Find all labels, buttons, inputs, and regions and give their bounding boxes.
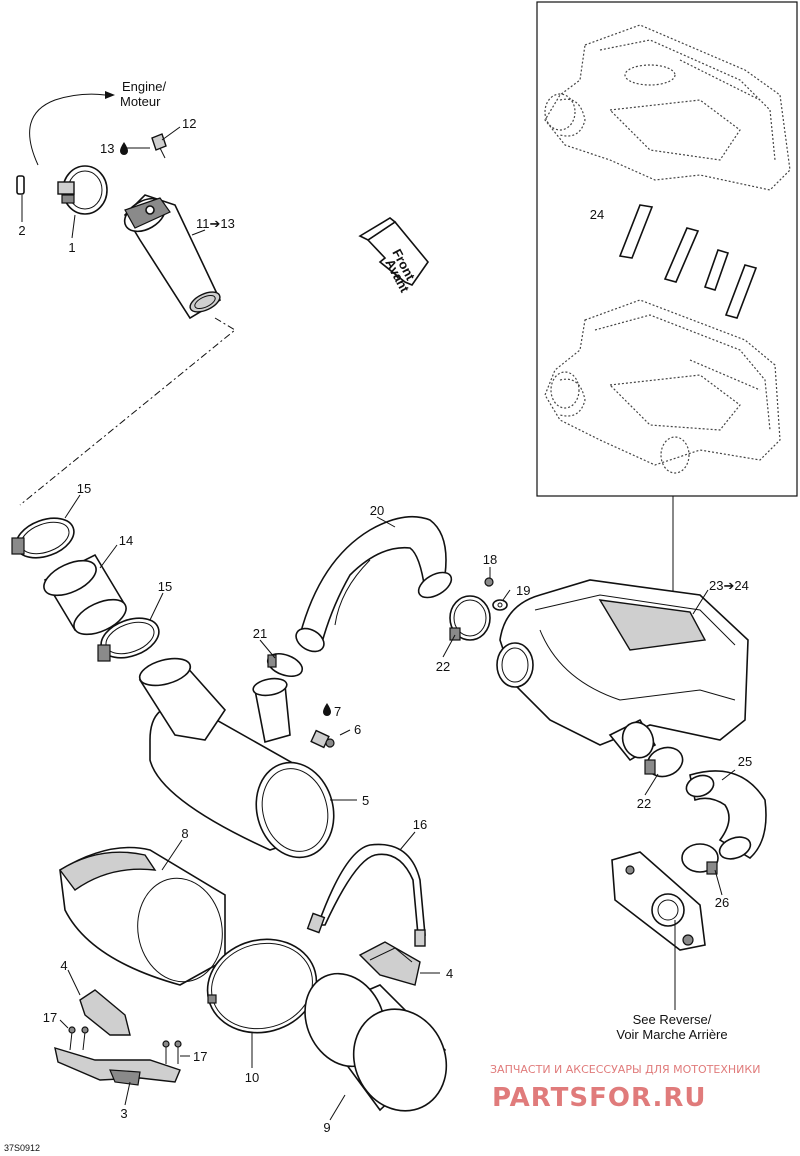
- label-16: 16: [413, 817, 427, 832]
- label-see-reverse: See Reverse/: [633, 1012, 712, 1027]
- label-4-left: 4: [60, 958, 67, 973]
- label-10: 10: [245, 1070, 259, 1085]
- drop-icon: [120, 142, 128, 155]
- part-21-clamp: [266, 652, 304, 678]
- part-11-pipe: [123, 194, 222, 320]
- part-3-mount: [54, 1046, 181, 1086]
- watermark-logo: PARTSFOR.RU: [492, 1083, 706, 1113]
- part-12-screw: [151, 133, 167, 159]
- part-16-strap: [306, 843, 426, 947]
- label-4-right: 4: [446, 966, 453, 981]
- label-1: 1: [68, 240, 75, 255]
- label-6: 6: [354, 722, 361, 737]
- label-24: 24: [590, 207, 604, 222]
- drop-icon: [323, 703, 331, 716]
- muffler-variants-inset: [536, 1, 798, 497]
- label-15-lower: 15: [158, 579, 172, 594]
- label-23: 23➔24: [709, 578, 749, 593]
- engine-arrow: [29, 91, 115, 166]
- label-25: 25: [738, 754, 752, 769]
- label-22-upper: 22: [436, 659, 450, 674]
- part-2-pin: [16, 175, 25, 195]
- label-18: 18: [483, 552, 497, 567]
- label-21: 21: [253, 626, 267, 641]
- label-7: 7: [334, 704, 341, 719]
- diagram-code: 37S0912: [4, 1143, 40, 1153]
- part-8-heat-shield: [58, 846, 226, 986]
- part-14-sleeve: [43, 553, 127, 636]
- part-10-ring: [206, 938, 318, 1034]
- part-22-clamp-lower: [644, 746, 684, 778]
- label-8: 8: [181, 826, 188, 841]
- part-20-hose: [295, 515, 453, 653]
- inset-sticks: [618, 204, 758, 319]
- part-22-clamp-upper: [449, 595, 491, 641]
- part-19-washer: [492, 599, 508, 611]
- label-12: 12: [182, 116, 196, 131]
- part-4-bracket-left: [79, 989, 131, 1036]
- label-9: 9: [323, 1120, 330, 1135]
- part-4-bracket-right: [358, 941, 421, 986]
- part-17-bolts: [68, 1026, 182, 1064]
- part-15-clamp-upper: [11, 517, 75, 559]
- front-arrow: [358, 217, 430, 286]
- label-22-lower: 22: [637, 796, 651, 811]
- label-3: 3: [120, 1106, 127, 1121]
- part-15-clamp-lower: [97, 617, 160, 662]
- leader-lines: [21, 126, 736, 1121]
- inset-muffler-upper: [544, 24, 791, 191]
- reverse-gate-plate: [611, 851, 706, 951]
- part-18-nut: [484, 577, 494, 587]
- label-13: 13: [100, 141, 114, 156]
- part-5-muffler: [138, 657, 335, 859]
- part-1-clamp: [57, 165, 108, 215]
- part-6-sensor: [310, 729, 335, 749]
- label-2: 2: [18, 223, 25, 238]
- inset-muffler-lower: [544, 299, 781, 474]
- part-9-cylinder: [304, 972, 448, 1112]
- label-15-upper: 15: [77, 481, 91, 496]
- label-17-left: 17: [43, 1010, 57, 1025]
- label-5: 5: [362, 793, 369, 808]
- label-engine: Engine/: [122, 79, 166, 94]
- label-20: 20: [370, 503, 384, 518]
- part-26-clamp: [681, 843, 719, 875]
- label-26: 26: [715, 895, 729, 910]
- part-25-elbow: [685, 770, 767, 860]
- label-11: 11➔13: [196, 216, 235, 231]
- label-14: 14: [119, 533, 133, 548]
- part-23-muffler: [496, 579, 749, 762]
- label-moteur: Moteur: [120, 94, 161, 109]
- label-voir-marche: Voir Marche Arrière: [616, 1027, 727, 1042]
- label-19: 19: [516, 583, 530, 598]
- watermark-line1: ЗАПЧАСТИ И АКСЕССУАРЫ ДЛЯ МОТОТЕХНИКИ: [490, 1063, 760, 1076]
- label-17-right: 17: [193, 1049, 207, 1064]
